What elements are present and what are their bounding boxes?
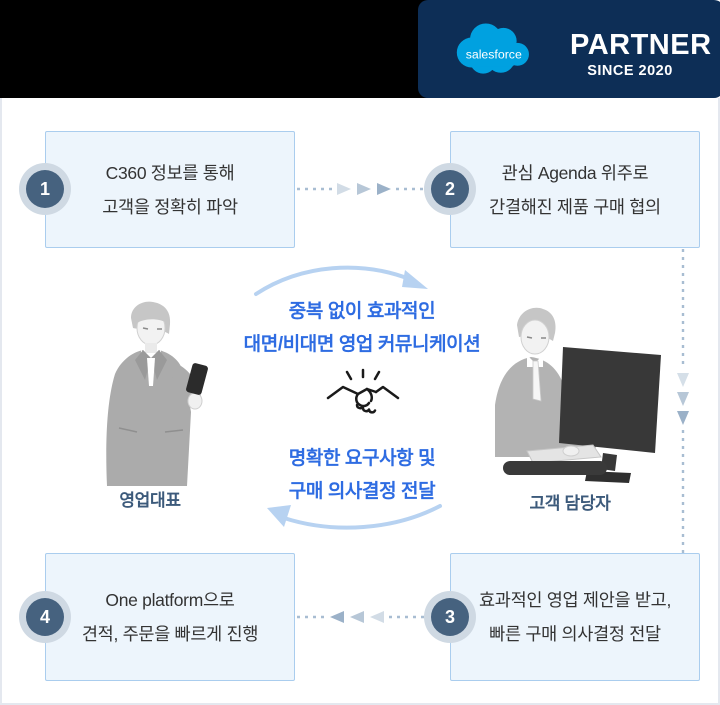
right-person-label: 고객 담당자 <box>529 494 611 513</box>
step-number-2: 2 <box>444 178 455 199</box>
step-box-2: 관심 Agenda 위주로 간결해진 제품 구매 협의 <box>450 131 700 248</box>
step3-line1: 효과적인 영업 제안을 받고, <box>478 590 672 610</box>
salesforce-partner-badge: salesforce PARTNER SINCE 2020 <box>418 0 720 98</box>
step3-line2: 빠른 구매 의사결정 전달 <box>489 624 661 644</box>
salesperson-illustration <box>106 301 208 486</box>
step-number-4: 4 <box>39 606 50 627</box>
step2-line1: 관심 Agenda 위주로 <box>501 162 649 183</box>
step-number-badge-3: 3 <box>431 598 469 636</box>
partner-since: SINCE 2020 <box>587 63 673 79</box>
step1-line1: C360 정보를 통해 <box>105 162 235 183</box>
step-number-badge-4: 4 <box>26 598 64 636</box>
curved-arrow-left-icon <box>267 504 442 530</box>
bottom-message-line1: 명확한 요구사항 및 <box>288 448 436 469</box>
top-message-line2: 대면/비대면 영업 커뮤니케이션 <box>243 334 481 355</box>
step-box-4: One platform으로 견적, 주문을 빠르게 진행 <box>45 553 295 681</box>
step-number-1: 1 <box>39 178 50 199</box>
salesforce-cloud-logo: salesforce <box>456 23 529 74</box>
curved-arrow-right-icon <box>254 265 428 296</box>
header-bar: salesforce PARTNER SINCE 2020 <box>0 0 720 98</box>
salesforce-logo-text: salesforce <box>466 48 522 62</box>
top-message: 중복 없이 효과적인 대면/비대면 영업 커뮤니케이션 <box>212 295 512 361</box>
partner-title: PARTNER <box>570 29 712 61</box>
step-box-1: C360 정보를 통해 고객을 정확히 파악 <box>45 131 295 248</box>
handshake-icon <box>326 368 400 414</box>
left-person-label: 영업대표 <box>119 491 181 510</box>
step-number-badge-1: 1 <box>26 170 64 208</box>
dotted-arrow-down-icon <box>677 249 689 553</box>
bottom-message-line2: 구매 의사결정 전달 <box>288 481 436 502</box>
step4-line2: 견적, 주문을 빠르게 진행 <box>81 624 259 644</box>
dotted-arrow-right-icon <box>297 183 424 195</box>
step4-line1: One platform으로 <box>105 590 235 610</box>
top-message-line1: 중복 없이 효과적인 <box>288 301 436 322</box>
step-number-badge-2: 2 <box>431 170 469 208</box>
bottom-message: 명확한 요구사항 및 구매 의사결정 전달 <box>232 442 492 508</box>
customer-illustration <box>495 307 661 483</box>
step-box-3: 효과적인 영업 제안을 받고, 빠른 구매 의사결정 전달 <box>450 553 700 681</box>
partner-text-block: PARTNER SINCE 2020 <box>570 29 712 79</box>
step2-line2: 간결해진 제품 구매 협의 <box>489 196 661 217</box>
step-number-3: 3 <box>444 606 455 627</box>
header-black-area <box>0 0 430 98</box>
step1-line2: 고객을 정확히 파악 <box>102 196 238 217</box>
dotted-arrow-left-icon <box>297 611 424 623</box>
